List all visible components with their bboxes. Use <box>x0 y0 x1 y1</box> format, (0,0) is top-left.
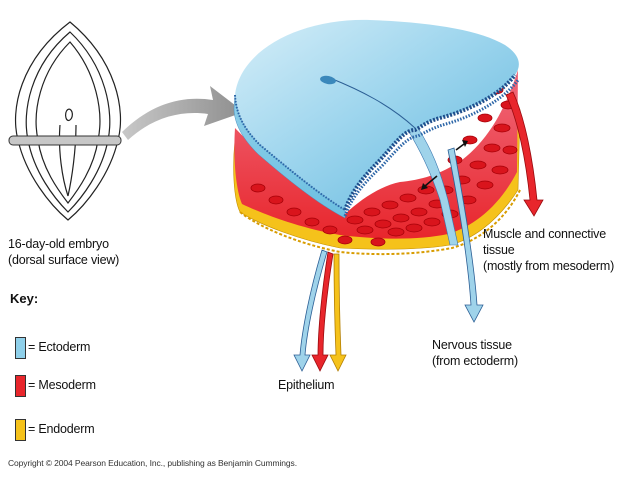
endoderm-swatch <box>15 419 26 441</box>
epithelium-arrow-endoderm <box>330 254 346 371</box>
muscle-label-line1: Muscle and connective tissue <box>483 226 638 258</box>
mesoderm-swatch <box>15 375 26 397</box>
nervous-label-line2: (from ectoderm) <box>432 353 518 369</box>
embryo-caption: 16-day-old embryo (dorsal surface view) <box>8 236 119 268</box>
section-bar <box>9 136 121 145</box>
key-title: Key: <box>10 291 38 306</box>
copyright-text: Copyright © 2004 Pearson Education, Inc.… <box>8 458 297 468</box>
epithelium-arrow-mesoderm <box>312 252 333 371</box>
embryo-caption-line2: (dorsal surface view) <box>8 252 119 268</box>
key-label-endoderm: = Endoderm <box>28 422 94 436</box>
muscle-label: Muscle and connective tissue (mostly fro… <box>483 226 638 274</box>
nervous-label-line1: Nervous tissue <box>432 337 518 353</box>
key-label-mesoderm: = Mesoderm <box>28 378 96 392</box>
ectoderm-swatch <box>15 337 26 359</box>
nervous-label: Nervous tissue (from ectoderm) <box>432 337 518 369</box>
muscle-label-line2: (mostly from mesoderm) <box>483 258 638 274</box>
gray-arrow <box>122 86 244 140</box>
embryo-caption-line1: 16-day-old embryo <box>8 236 119 252</box>
key-label-ectoderm: = Ectoderm <box>28 340 90 354</box>
epithelium-label: Epithelium <box>278 377 334 393</box>
embryo-outline <box>16 22 121 220</box>
